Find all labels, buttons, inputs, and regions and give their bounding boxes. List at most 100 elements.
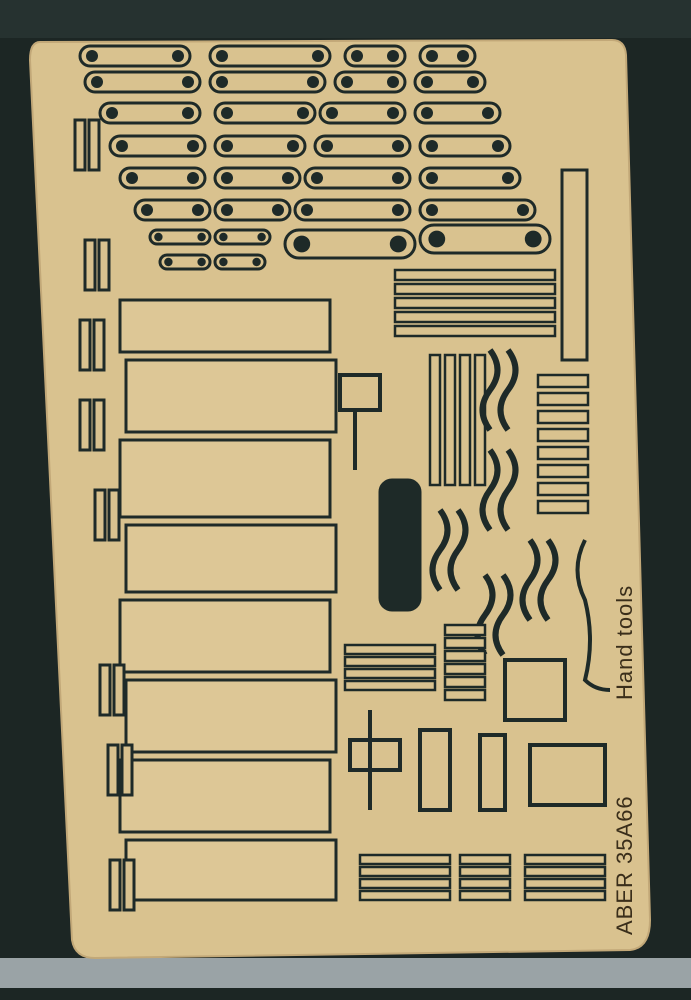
handle-strip bbox=[536, 373, 590, 389]
clamp-part bbox=[528, 743, 607, 807]
wrench-hole bbox=[272, 204, 284, 216]
small-strip bbox=[443, 649, 487, 663]
shaft-strip bbox=[393, 268, 557, 282]
fret-code: 35A66 bbox=[612, 795, 637, 864]
wavy-part bbox=[497, 448, 519, 532]
wrench-part bbox=[333, 70, 407, 94]
wavy-part bbox=[479, 448, 501, 532]
small-strip bbox=[443, 662, 487, 676]
wrench-hole bbox=[392, 172, 404, 184]
shaft-strip bbox=[393, 310, 557, 324]
wavy-part bbox=[492, 573, 514, 657]
wrench-hole bbox=[141, 204, 153, 216]
wrench-hole bbox=[421, 107, 433, 119]
bottom-strip bbox=[0, 958, 691, 988]
handle-bar bbox=[458, 353, 472, 487]
wrench-part bbox=[303, 166, 412, 190]
wrench-hole bbox=[502, 172, 514, 184]
wrench-hole bbox=[187, 140, 199, 152]
wrench-hole bbox=[421, 76, 433, 88]
bottom-strip-part bbox=[523, 877, 607, 890]
wrench-hole bbox=[252, 257, 261, 267]
trowel-part bbox=[478, 733, 507, 812]
cross-part bbox=[338, 373, 382, 470]
wrench-hole bbox=[282, 172, 294, 184]
top-edge bbox=[0, 0, 691, 38]
wrench-part bbox=[418, 134, 512, 158]
wavy-part bbox=[537, 538, 559, 622]
wrench-hole bbox=[524, 230, 542, 248]
handle-strip bbox=[536, 499, 590, 515]
wrench-hole bbox=[467, 76, 479, 88]
small-bar bbox=[92, 398, 106, 452]
small-bar bbox=[122, 858, 136, 912]
wrench-part bbox=[133, 198, 212, 222]
bottom-strip-part bbox=[523, 853, 607, 866]
wrench-part bbox=[148, 228, 212, 246]
shaft-strip bbox=[393, 296, 557, 310]
wrench-hole bbox=[301, 204, 313, 216]
saw-frame bbox=[378, 478, 422, 612]
wrench-hole bbox=[126, 172, 138, 184]
small-bar bbox=[92, 318, 106, 372]
small-bar bbox=[73, 118, 87, 172]
wrench-hole bbox=[492, 140, 504, 152]
wrench-part bbox=[213, 166, 302, 190]
bottom-strip-part bbox=[523, 889, 607, 902]
wrench-part bbox=[118, 166, 207, 190]
wrench-hole bbox=[387, 76, 399, 88]
wavy-part bbox=[447, 508, 469, 592]
wrench-hole bbox=[307, 76, 319, 88]
wrench-hole bbox=[426, 50, 438, 62]
handle-bar bbox=[428, 353, 442, 487]
wrench-part bbox=[413, 101, 502, 125]
wrench-part bbox=[213, 101, 317, 125]
handle-strip bbox=[536, 427, 590, 443]
wrench-hole bbox=[341, 76, 353, 88]
wrench-hole bbox=[517, 204, 529, 216]
wrench-part bbox=[213, 253, 267, 271]
small-strip bbox=[343, 667, 437, 680]
wrench-part bbox=[158, 253, 212, 271]
small-bar bbox=[93, 488, 107, 542]
tool-box-panel bbox=[124, 523, 338, 594]
small-strip bbox=[343, 643, 437, 656]
wrench-hole bbox=[321, 140, 333, 152]
small-bar bbox=[97, 238, 111, 292]
wrench-part bbox=[213, 228, 272, 246]
wavy-part bbox=[429, 508, 451, 592]
tool-box-panel bbox=[118, 758, 332, 834]
wrench-hole bbox=[311, 172, 323, 184]
small-strip bbox=[443, 688, 487, 702]
fret-title: Hand tools bbox=[612, 584, 637, 700]
bottom-strip-part bbox=[358, 853, 452, 866]
cross-part bbox=[348, 710, 402, 810]
wrench-hole bbox=[351, 50, 363, 62]
handle-strip bbox=[536, 391, 590, 407]
bottom-strip-part bbox=[458, 865, 512, 878]
wrench-hole bbox=[182, 76, 194, 88]
wrench-hole bbox=[387, 50, 399, 62]
fret-brand-code: ABER 35A66 bbox=[612, 795, 638, 935]
wrench-hole bbox=[326, 107, 338, 119]
wrench-hole bbox=[197, 257, 206, 267]
handle-bar bbox=[443, 353, 457, 487]
bottom-strip-part bbox=[358, 877, 452, 890]
wavy-part bbox=[479, 348, 501, 432]
wrench-hole bbox=[297, 107, 309, 119]
tool-box-panel bbox=[118, 298, 332, 354]
wrench-hole bbox=[221, 172, 233, 184]
wrench-hole bbox=[219, 257, 228, 267]
fret-brand: ABER bbox=[612, 871, 637, 935]
wrench-part bbox=[78, 44, 192, 68]
wrench-hole bbox=[172, 50, 184, 62]
clamp-part bbox=[503, 658, 567, 722]
bottom-strip-part bbox=[358, 889, 452, 902]
wrench-hole bbox=[116, 140, 128, 152]
handle-strip bbox=[536, 445, 590, 461]
small-bar bbox=[98, 663, 112, 717]
wrench-part bbox=[418, 198, 537, 222]
bottom-strip-part bbox=[458, 877, 512, 890]
wrench-hole bbox=[457, 50, 469, 62]
